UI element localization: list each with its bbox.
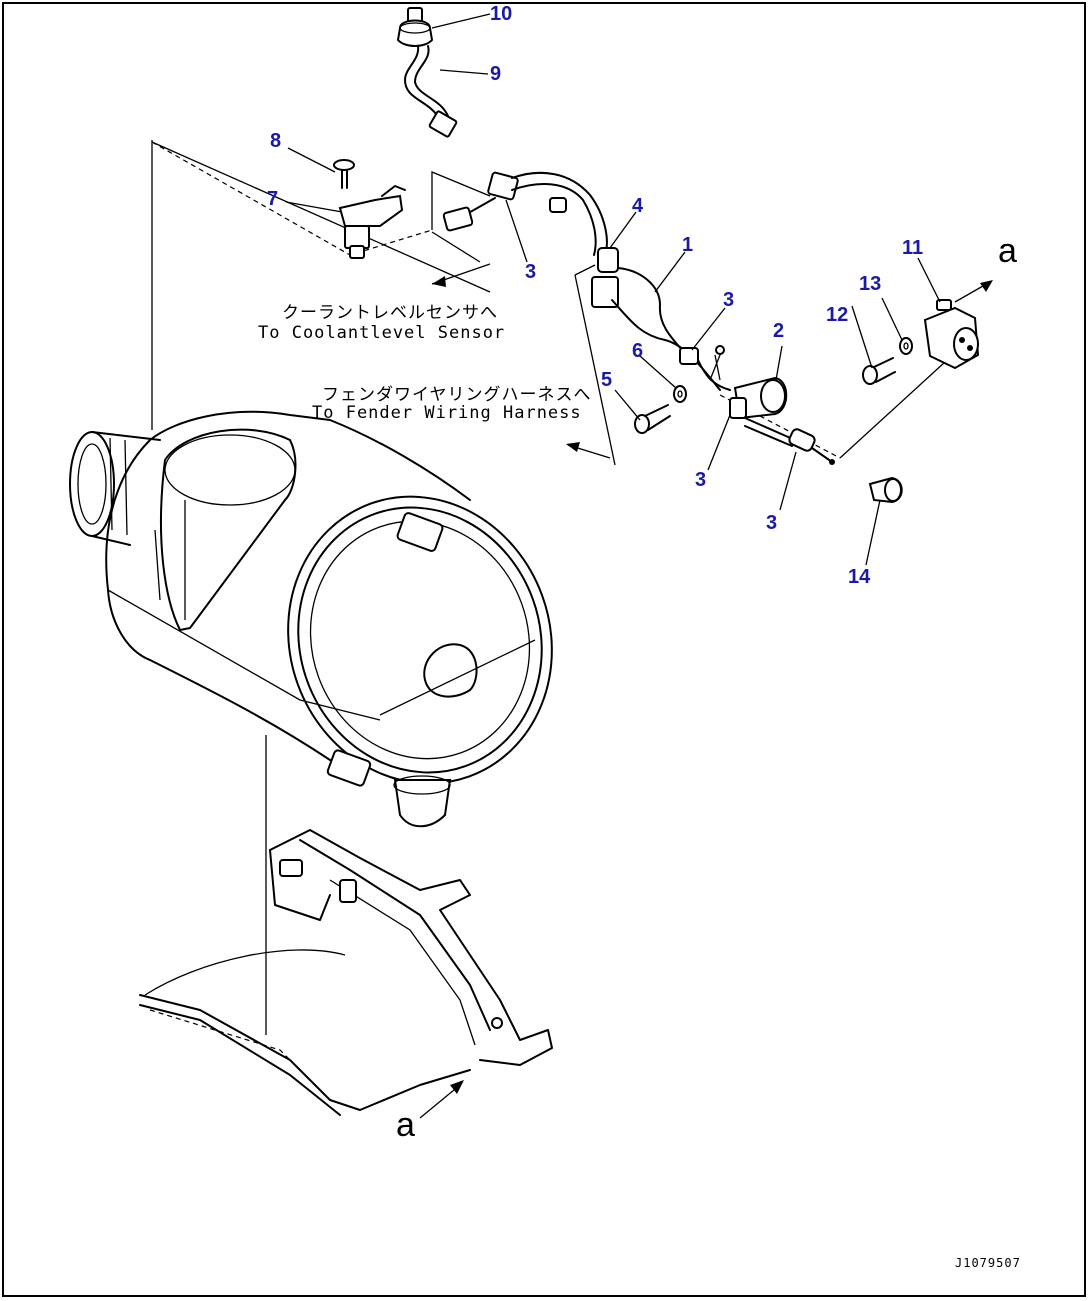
fender-harness-note-jp: フェンダワイヤリングハーネスへ: [322, 385, 592, 405]
leader-lines: [285, 13, 941, 566]
part-number-8[interactable]: 8: [270, 130, 282, 152]
part-13-washer: [899, 337, 913, 355]
part-6-washer: [673, 385, 687, 403]
part-number-4[interactable]: 4: [632, 195, 644, 217]
part-number-11[interactable]: 11: [902, 237, 924, 259]
part-number-3-lower-left[interactable]: 3: [695, 469, 707, 491]
part-number-12[interactable]: 12: [826, 304, 849, 326]
part-number-10[interactable]: 10: [490, 3, 513, 25]
part-number-9[interactable]: 9: [490, 63, 502, 85]
part-11-relay: [923, 299, 980, 370]
part-number-2[interactable]: 2: [773, 320, 785, 342]
coolant-arrow: [431, 263, 491, 287]
part-number-7[interactable]: 7: [267, 188, 279, 210]
part-10-switch: [396, 7, 434, 47]
part-2-sensor: [729, 376, 788, 420]
view-arrow-bottom: [419, 1080, 464, 1119]
part-14-cap: [868, 476, 903, 504]
part-9-wire: [404, 45, 458, 138]
part-8-screw: [333, 159, 355, 189]
view-label-a-top: a: [998, 232, 1017, 270]
part-number-13[interactable]: 13: [859, 273, 882, 295]
part-number-1[interactable]: 1: [682, 234, 694, 256]
part-7-sensor: [338, 185, 406, 259]
part-number-5[interactable]: 5: [601, 369, 613, 391]
view-label-a-bottom: a: [396, 1106, 415, 1144]
part-number-6[interactable]: 6: [632, 340, 644, 362]
part-5-bolt: [634, 404, 671, 434]
part-12-bolt: [862, 357, 896, 385]
part-1-harness: [442, 171, 731, 391]
air-cleaner-assembly: [69, 410, 553, 828]
part-number-3-middle[interactable]: 3: [723, 289, 735, 311]
view-arrow-top: [954, 280, 993, 303]
fender-harness-note-en: To Fender Wiring Harness: [312, 403, 582, 423]
coolant-sensor-note-jp: クーラントレベルセンサへ: [282, 303, 498, 323]
coolant-sensor-note-en: To Coolantlevel Sensor: [258, 323, 506, 343]
part-number-14[interactable]: 14: [848, 566, 871, 588]
part-number-3-lower-right[interactable]: 3: [766, 512, 778, 534]
drawing-code: J1079507: [955, 1256, 1021, 1270]
part-3-lead: [744, 417, 835, 465]
part-number-3-upper[interactable]: 3: [525, 261, 537, 283]
mounting-bracket: [139, 829, 553, 1116]
fender-arrow: [566, 442, 611, 459]
